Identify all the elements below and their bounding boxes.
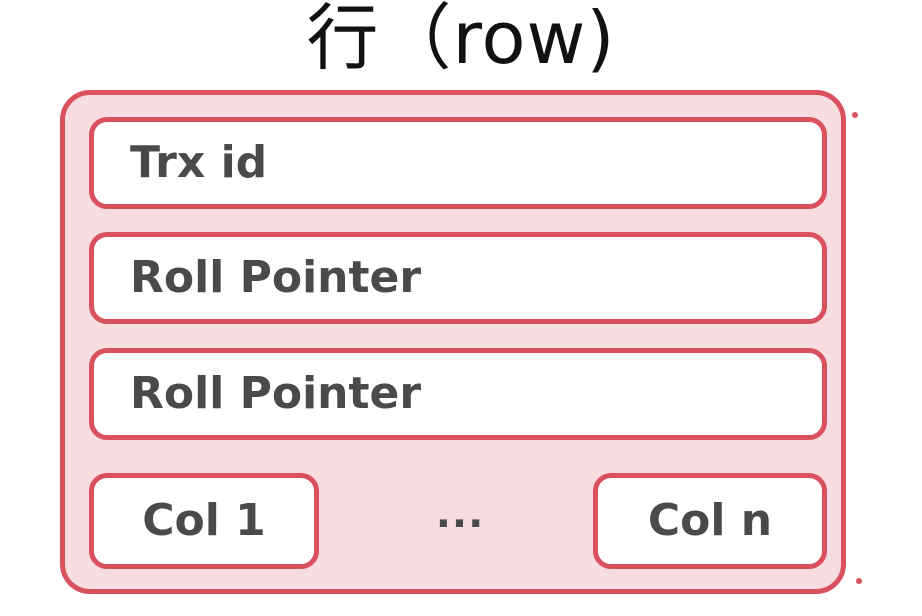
- columns-ellipsis: ...: [435, 491, 485, 537]
- row-container: Trx id Roll Pointer Roll Pointer Col 1 .…: [60, 90, 846, 594]
- field-label: Trx id: [130, 137, 268, 188]
- field-trx-id: Trx id: [89, 117, 827, 209]
- field-col-n: Col n: [593, 473, 827, 569]
- decorative-dot: [852, 112, 858, 118]
- field-label: Roll Pointer: [130, 252, 422, 303]
- field-label: Col n: [647, 495, 773, 546]
- decorative-dot: [856, 578, 862, 584]
- field-label: Roll Pointer: [130, 368, 422, 419]
- diagram-title: 行（row): [306, 0, 616, 80]
- field-label: Col 1: [142, 495, 266, 546]
- field-col-1: Col 1: [89, 473, 319, 569]
- field-roll-pointer-2: Roll Pointer: [89, 348, 827, 440]
- field-roll-pointer-1: Roll Pointer: [89, 232, 827, 324]
